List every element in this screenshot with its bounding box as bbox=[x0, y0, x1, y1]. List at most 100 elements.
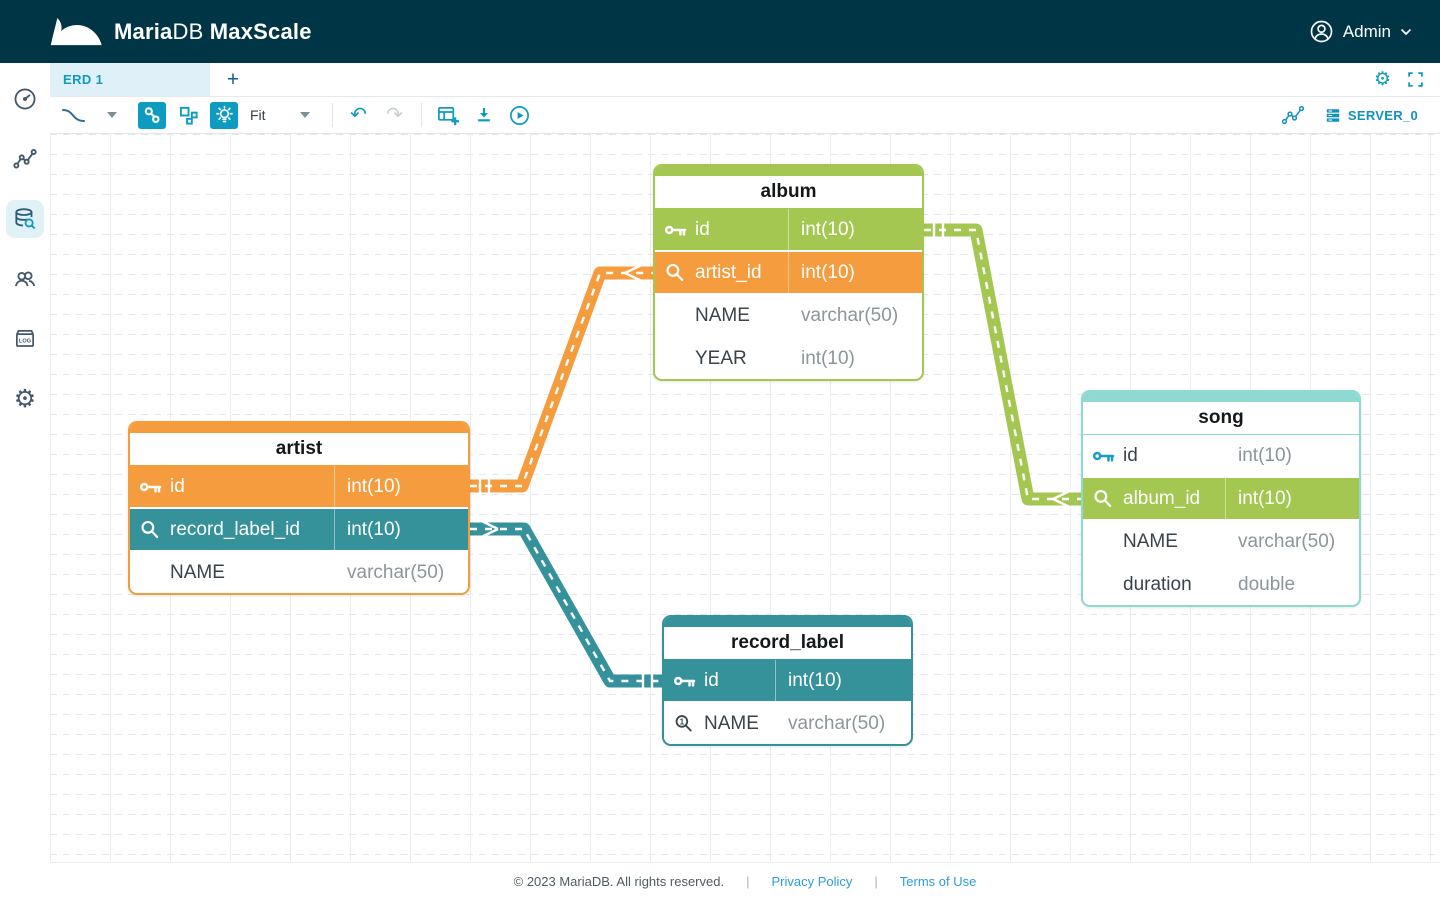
column-type: int(10) bbox=[1238, 444, 1292, 466]
column-name: YEAR bbox=[695, 347, 747, 369]
table-row-NAME[interactable]: NAME varchar(50) bbox=[130, 552, 468, 593]
fullscreen-button[interactable] bbox=[1407, 71, 1424, 88]
toolbar-divider bbox=[331, 103, 333, 127]
diagram-settings-button[interactable]: ⚙ bbox=[1374, 70, 1391, 89]
sidebar-item-query-editor[interactable] bbox=[6, 200, 44, 238]
column-type: varchar(50) bbox=[801, 304, 899, 326]
table-title: album bbox=[655, 176, 922, 209]
undo-button[interactable]: ↶ bbox=[345, 101, 373, 129]
sidebar-item-users[interactable] bbox=[6, 260, 44, 298]
table-accent-bar bbox=[1083, 392, 1359, 402]
user-name: Admin bbox=[1342, 21, 1391, 41]
redo-button[interactable]: ↷ bbox=[381, 101, 409, 129]
sidebar: LOG ⚙ bbox=[0, 63, 50, 900]
unique-index-icon: 1 bbox=[675, 715, 692, 732]
auto-arrange-button[interactable] bbox=[174, 101, 202, 129]
primary-key-icon bbox=[673, 676, 696, 687]
sidebar-item-logs[interactable]: LOG bbox=[6, 320, 44, 358]
tab-bar: ERD 1 + ⚙ bbox=[50, 63, 1440, 97]
key-link-icon bbox=[142, 105, 162, 125]
terms-of-use-link[interactable]: Terms of Use bbox=[899, 874, 977, 889]
brand-text: MariaDB MaxScale bbox=[114, 18, 312, 44]
column-type: int(10) bbox=[775, 660, 911, 701]
nodes-graph-icon bbox=[1281, 104, 1305, 126]
curve-link-icon bbox=[60, 104, 90, 126]
svg-text:LOG: LOG bbox=[19, 339, 32, 345]
table-title: record_label bbox=[664, 627, 911, 660]
undo-icon: ↶ bbox=[350, 104, 367, 126]
erd-toolbar: Fit ↶ ↷ bbox=[50, 97, 1440, 134]
copyright-text: © 2023 MariaDB. All rights reserved. bbox=[513, 874, 725, 889]
apply-script-button[interactable] bbox=[506, 101, 534, 129]
server-selector[interactable]: SERVER_0 bbox=[1325, 107, 1418, 124]
search-icon bbox=[1092, 488, 1123, 509]
lightbulb-icon bbox=[214, 105, 235, 126]
index-search-icon bbox=[1094, 489, 1112, 508]
link-shape-button[interactable] bbox=[60, 101, 90, 129]
add-table-icon bbox=[436, 104, 460, 127]
privacy-policy-link[interactable]: Privacy Policy bbox=[771, 874, 853, 889]
link-shape-dropdown[interactable] bbox=[98, 101, 126, 129]
search-icon bbox=[139, 519, 170, 540]
column-name: NAME bbox=[1123, 530, 1178, 552]
column-name: NAME bbox=[704, 712, 759, 734]
column-name: NAME bbox=[170, 561, 225, 583]
toggle-highlight-button[interactable] bbox=[210, 101, 238, 129]
page-footer: © 2023 MariaDB. All rights reserved. | P… bbox=[50, 862, 1440, 900]
key-icon bbox=[673, 672, 704, 690]
mariadb-seal-logo-icon bbox=[48, 13, 104, 51]
column-name: album_id bbox=[1123, 487, 1201, 509]
sidebar-item-settings[interactable]: ⚙ bbox=[6, 380, 44, 418]
server-name: SERVER_0 bbox=[1347, 107, 1418, 123]
primary-key-icon bbox=[664, 225, 687, 236]
column-type: int(10) bbox=[334, 509, 468, 550]
toggle-relationships-button[interactable] bbox=[138, 101, 166, 129]
caret-down-icon bbox=[107, 112, 117, 118]
brand: MariaDB MaxScale bbox=[48, 13, 312, 51]
user-menu[interactable]: Admin bbox=[1309, 19, 1412, 44]
key-icon bbox=[139, 478, 170, 496]
table-title: artist bbox=[130, 433, 468, 466]
svg-text:1: 1 bbox=[680, 717, 685, 726]
dashboard-gauge-icon bbox=[12, 86, 38, 112]
column-type: double bbox=[1238, 573, 1296, 595]
server-icon bbox=[1325, 107, 1341, 124]
gear-icon: ⚙ bbox=[1373, 69, 1391, 90]
key-icon bbox=[1092, 447, 1123, 465]
zoom-select[interactable]: Fit bbox=[250, 107, 310, 123]
database-search-icon bbox=[12, 206, 38, 232]
visualize-schema-button[interactable] bbox=[1279, 101, 1307, 129]
arrange-squares-icon bbox=[178, 105, 199, 126]
tab-erd-1[interactable]: ERD 1 bbox=[50, 63, 210, 96]
create-table-button[interactable] bbox=[434, 101, 462, 129]
table-accent-bar bbox=[664, 617, 911, 627]
sidebar-item-dashboard[interactable] bbox=[6, 80, 44, 118]
add-tab-button[interactable]: + bbox=[226, 67, 240, 91]
column-type: int(10) bbox=[788, 209, 922, 250]
export-script-button[interactable] bbox=[470, 101, 498, 129]
logs-icon: LOG bbox=[12, 326, 38, 352]
table-accent-bar bbox=[130, 423, 468, 433]
user-avatar-icon bbox=[1309, 19, 1334, 44]
table-accent-bar bbox=[655, 166, 922, 176]
sidebar-item-visualization[interactable] bbox=[6, 140, 44, 178]
column-type: varchar(50) bbox=[347, 561, 445, 583]
settings-gear-icon: ⚙ bbox=[13, 384, 37, 413]
